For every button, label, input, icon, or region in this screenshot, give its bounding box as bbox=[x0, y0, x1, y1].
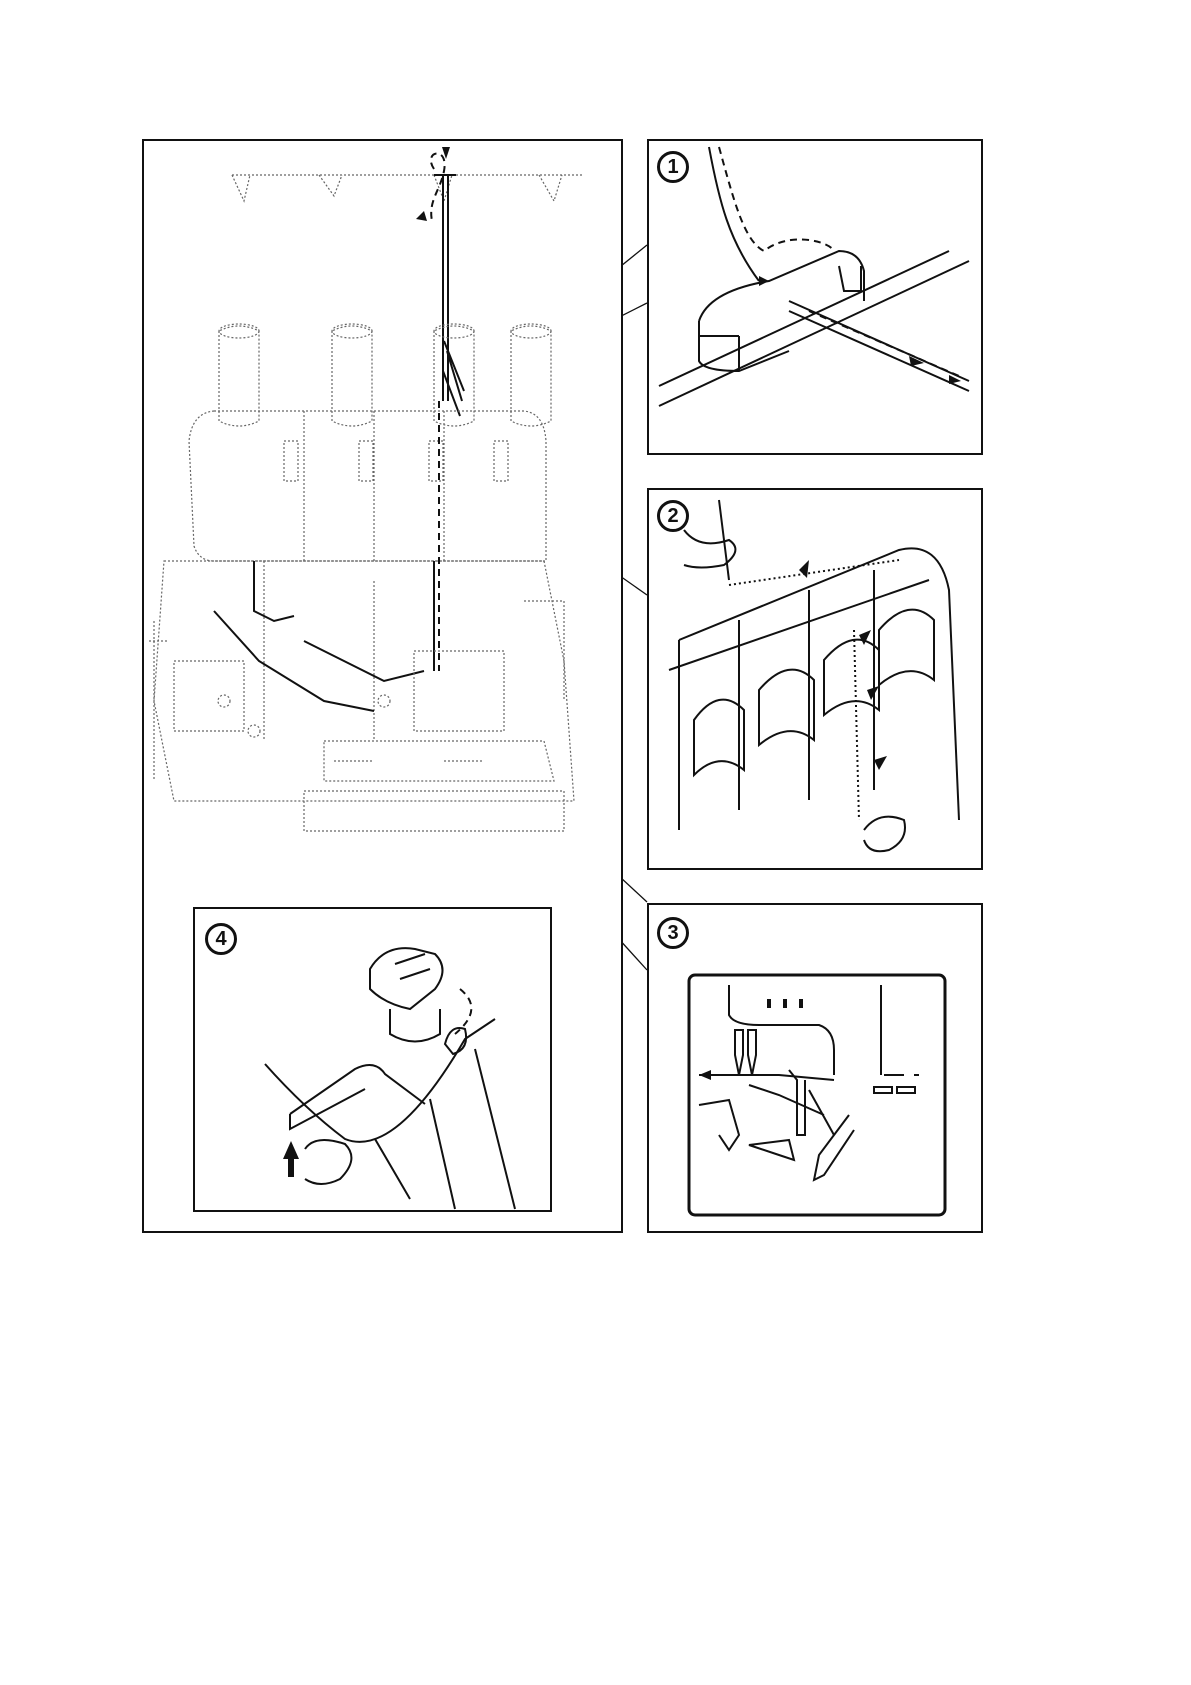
step-3-panel: 3 bbox=[647, 903, 983, 1233]
tension-dials-illustration bbox=[649, 490, 985, 872]
dial-1 bbox=[694, 700, 744, 775]
thread-guide-illustration bbox=[649, 141, 985, 457]
step-1-panel: 1 bbox=[647, 139, 983, 455]
dial-2 bbox=[759, 670, 814, 745]
looper-threading-illustration bbox=[195, 909, 554, 1214]
spool-4 bbox=[511, 324, 551, 426]
step-2-panel: 2 bbox=[647, 488, 983, 870]
needle-looper-diagram bbox=[649, 905, 985, 1235]
step-4-panel: 4 bbox=[193, 907, 552, 1212]
dial-3 bbox=[824, 640, 879, 715]
dial-4 bbox=[879, 610, 934, 685]
